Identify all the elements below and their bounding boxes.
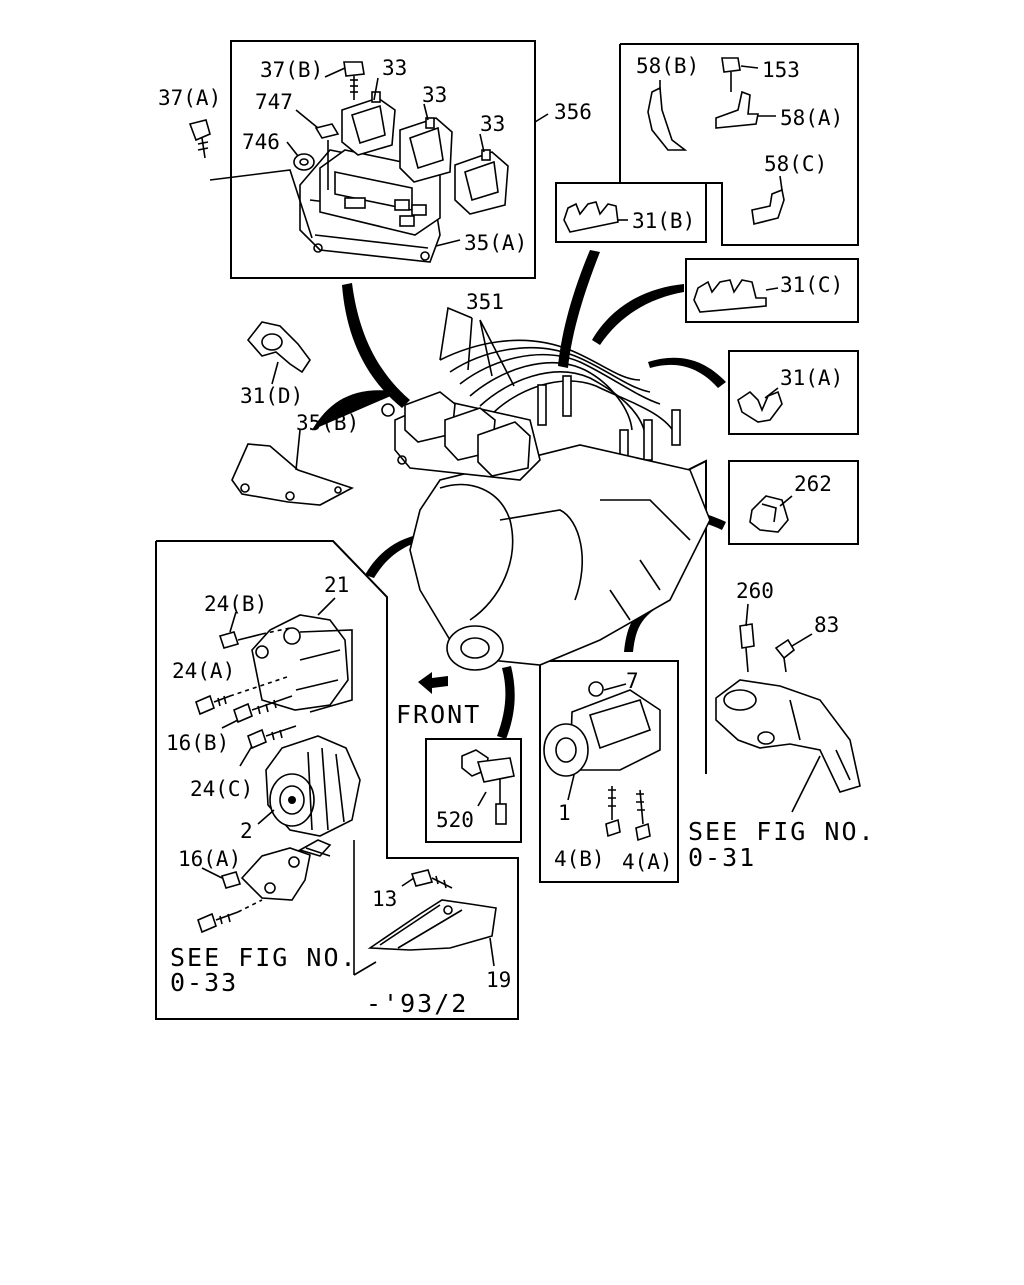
label-37a: 37(A) — [158, 86, 221, 110]
clip-31b — [563, 201, 628, 233]
see-fig-031-line2: 0-31 — [688, 843, 756, 872]
label-58a: 58(A) — [780, 106, 843, 130]
see-fig-033-line2: 0-33 — [170, 968, 238, 997]
nut-747 — [314, 123, 340, 190]
arrow-31a-pointer — [648, 357, 726, 388]
ignition-coil-33-right — [454, 149, 509, 215]
arrow-31d-guide — [312, 390, 400, 430]
label-4b: 4(B) — [554, 847, 605, 871]
label-19: 19 — [486, 968, 511, 992]
alternator-frame — [155, 540, 519, 1020]
date-range-note: -'93/2 — [366, 989, 468, 1018]
arrow-31c-pointer — [592, 284, 684, 345]
label-260: 260 — [736, 579, 774, 603]
grommet-746 — [293, 153, 315, 171]
label-746: 746 — [242, 130, 280, 154]
label-153: 153 — [762, 58, 800, 82]
sensor-83 — [774, 633, 813, 673]
front-note: FRONT — [396, 700, 481, 729]
label-24a: 24(A) — [172, 659, 235, 683]
clip-31a — [737, 387, 783, 423]
label-24b: 24(B) — [204, 592, 267, 616]
label-35b: 35(B) — [296, 411, 359, 435]
label-13: 13 — [372, 887, 397, 911]
label-351: 351 — [466, 290, 504, 314]
clip-31a-frame — [728, 350, 859, 435]
label-31b: 31(B) — [632, 209, 695, 233]
label-35a: 35(A) — [464, 231, 527, 255]
bolts-4 — [605, 786, 651, 842]
alternator-connector — [299, 629, 353, 713]
label-2: 2 — [240, 819, 253, 843]
alternator-2 — [257, 735, 361, 857]
bolt-13 — [401, 869, 453, 889]
starter-motor-1 — [543, 681, 661, 801]
bolt-37a — [188, 119, 313, 239]
engine-block — [409, 444, 711, 671]
sensor-260 — [739, 603, 755, 673]
bolt-24c — [239, 725, 297, 767]
see-fig-031-line1: SEE FIG NO. — [688, 817, 876, 846]
label-21: 21 — [324, 573, 349, 597]
label-356: 356 — [554, 100, 592, 124]
label-83: 83 — [814, 613, 839, 637]
spark-plug-wires-351 — [439, 306, 681, 471]
label-520: 520 — [436, 808, 474, 832]
label-37b: 37(B) — [260, 58, 323, 82]
ignition-coil-frame — [230, 40, 536, 279]
arrow-31b-pointer — [558, 250, 600, 368]
sensor-520 — [461, 749, 515, 825]
label-16b: 16(B) — [166, 731, 229, 755]
heat-shield-19 — [353, 840, 497, 976]
starter-frame — [539, 660, 679, 883]
label-24c: 24(C) — [190, 777, 253, 801]
alternator-bracket-21 — [251, 597, 349, 711]
thermostat-housing — [715, 679, 861, 813]
ignition-coil-33-middle — [399, 117, 453, 183]
label-4a: 4(A) — [622, 850, 673, 874]
label-1: 1 — [558, 801, 571, 825]
clip-262-frame — [728, 460, 859, 545]
label-33-left: 33 — [382, 56, 407, 80]
bracket-58b — [647, 80, 688, 151]
label-31c: 31(C) — [780, 273, 843, 297]
label-31a: 31(A) — [780, 366, 843, 390]
clip-31c — [693, 279, 779, 313]
see-fig-033-line1: SEE FIG NO. — [170, 943, 358, 972]
arrow-sensor-pointer — [497, 666, 515, 739]
adjusting-bracket — [240, 847, 331, 901]
label-747: 747 — [255, 90, 293, 114]
label-262: 262 — [794, 472, 832, 496]
bracket-58c — [751, 175, 785, 225]
bracket-35b — [231, 429, 355, 506]
label-7: 7 — [626, 669, 639, 693]
label-16a: 16(A) — [178, 847, 241, 871]
clip-31b-frame — [555, 182, 707, 243]
arrow-starter-pointer — [624, 603, 654, 652]
bolt-16a — [197, 867, 263, 934]
clip-31d — [246, 321, 311, 385]
coil-cluster-on-engine — [381, 391, 541, 481]
sensor-520-frame — [425, 738, 522, 843]
arrow-alternator-pointer — [365, 534, 424, 578]
thermostat-guide-line — [685, 459, 707, 774]
bolt-24b — [218, 611, 291, 649]
clip-31c-frame — [685, 258, 859, 323]
label-33-right: 33 — [480, 112, 505, 136]
label-58c: 58(C) — [764, 152, 827, 176]
bolt-153 — [721, 57, 759, 92]
bracket-58a — [715, 90, 776, 129]
front-arrow-icon — [418, 672, 448, 694]
clip-262 — [749, 495, 793, 533]
label-33-middle: 33 — [422, 83, 447, 107]
arrow-coil-pointer — [342, 283, 410, 408]
ignition-coil-33-left — [341, 91, 396, 156]
bolt-24a — [195, 675, 291, 716]
bolt-37b — [343, 61, 365, 100]
label-31d: 31(D) — [240, 384, 303, 408]
bolt-16b — [221, 695, 293, 729]
label-58b: 58(B) — [636, 54, 699, 78]
